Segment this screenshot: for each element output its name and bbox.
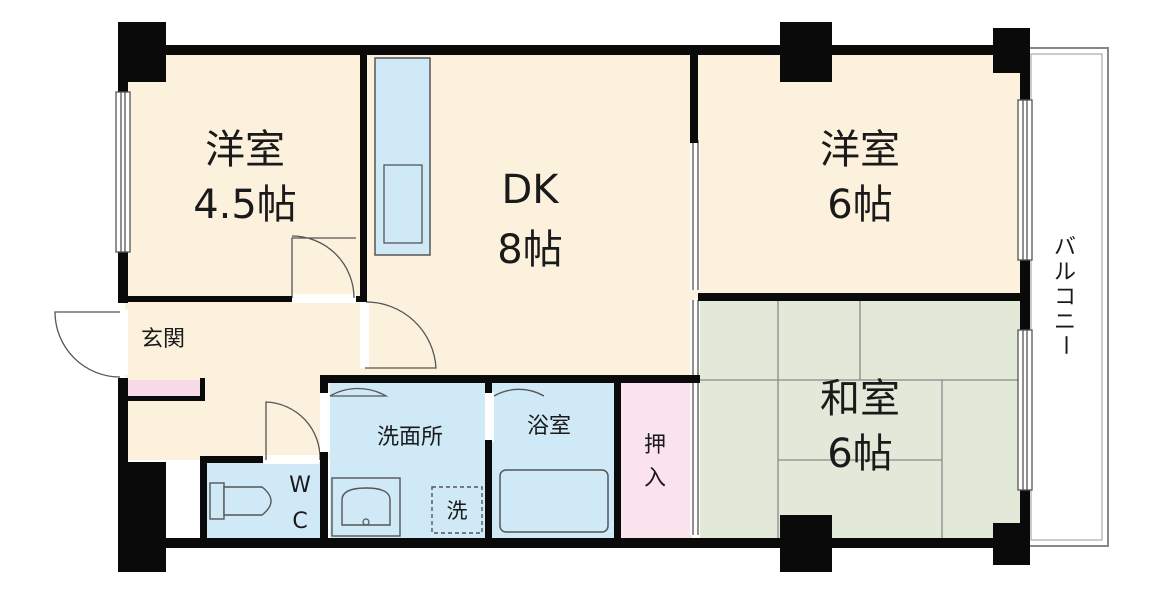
wc-label-c: C xyxy=(292,509,307,534)
balcony-char-1: バ xyxy=(1054,235,1076,260)
closet-label-2: 入 xyxy=(644,466,666,491)
balcony xyxy=(1024,47,1109,547)
dk-size: 8帖 xyxy=(497,227,562,273)
balcony-char-5: ー xyxy=(1052,334,1077,356)
western-left-name: 洋室 xyxy=(205,127,285,173)
balcony-char-5-text: ー xyxy=(1052,334,1077,356)
washroom-label: 洗面所 xyxy=(377,425,443,450)
doors xyxy=(54,140,700,535)
genkan-floor xyxy=(125,300,205,378)
hall-floor-2 xyxy=(205,378,325,460)
balcony-char-3: コ xyxy=(1054,285,1076,310)
genkan-label: 玄関 xyxy=(141,327,185,352)
washer-space xyxy=(431,486,483,534)
bathtub xyxy=(499,469,609,533)
western-room-left-floor xyxy=(125,55,365,300)
bathroom-label: 浴室 xyxy=(527,414,571,439)
washbasin xyxy=(331,477,401,537)
balcony-char-2: ル xyxy=(1054,260,1076,285)
kitchen-counter xyxy=(374,57,431,256)
windows xyxy=(115,91,1033,491)
japanese-name: 和室 xyxy=(820,376,900,422)
toilet-fixture xyxy=(209,482,272,520)
dk-name: DK xyxy=(501,167,560,213)
genkan-step xyxy=(128,380,200,397)
closet-label-1: 押 xyxy=(644,433,666,458)
western-left-size: 4.5帖 xyxy=(193,182,297,228)
tatami-room xyxy=(700,300,1025,540)
wc-label-w: W xyxy=(289,473,311,498)
western-room-right-floor xyxy=(695,55,1025,298)
western-right-size: 6帖 xyxy=(827,182,892,228)
closet-floor xyxy=(620,380,692,538)
japanese-size: 6帖 xyxy=(827,431,892,477)
western-right-name: 洋室 xyxy=(820,127,900,173)
washer-label: 洗 xyxy=(447,499,468,523)
balcony-char-4: ニ xyxy=(1054,310,1076,335)
